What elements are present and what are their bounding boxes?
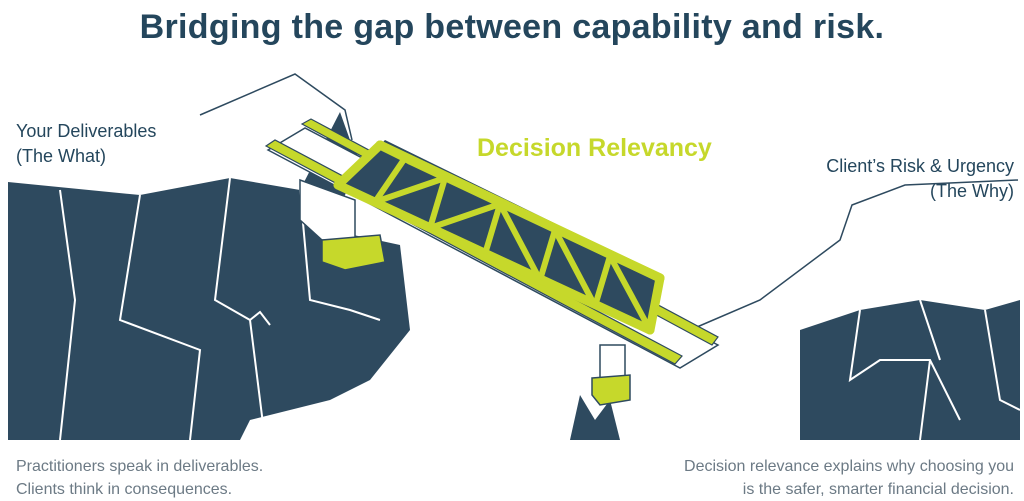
client-risk-label-line2: (The Why) <box>929 181 1014 201</box>
decision-relevancy-label: Decision Relevancy <box>477 134 712 162</box>
deliverables-label-line2: (The What) <box>16 146 107 166</box>
caption-right-line2: is the safer, smarter financial decision… <box>742 481 1014 498</box>
left-pier-cap <box>321 234 386 271</box>
client-risk-label-line1: Client’s Risk & Urgency <box>826 156 1014 176</box>
right-pier <box>599 344 626 379</box>
bridge-truss <box>333 140 665 335</box>
right-cliff-facets <box>848 299 1021 441</box>
center-rock <box>570 395 620 440</box>
caption-left: Practitioners speak in deliverables. Cli… <box>16 455 263 501</box>
page-title: Bridging the gap between capability and … <box>139 8 885 46</box>
caption-right-line1: Decision relevance explains why choosing… <box>684 458 1014 475</box>
left-cliff-facets <box>59 177 381 441</box>
right-pier-cap <box>591 374 631 406</box>
caption-left-line1: Practitioners speak in deliverables. <box>16 458 264 475</box>
left-ridge-line <box>199 73 353 141</box>
deliverables-label: Your Deliverables (The What) <box>16 119 156 169</box>
caption-right: Decision relevance explains why choosing… <box>684 455 1014 501</box>
right-cliff <box>800 300 1020 440</box>
caption-left-line2: Clients think in consequences. <box>16 481 233 498</box>
client-risk-label: Client’s Risk & Urgency (The Why) <box>826 154 1014 204</box>
right-ridge-line <box>689 179 1019 331</box>
deliverables-label-line1: Your Deliverables <box>16 121 157 141</box>
